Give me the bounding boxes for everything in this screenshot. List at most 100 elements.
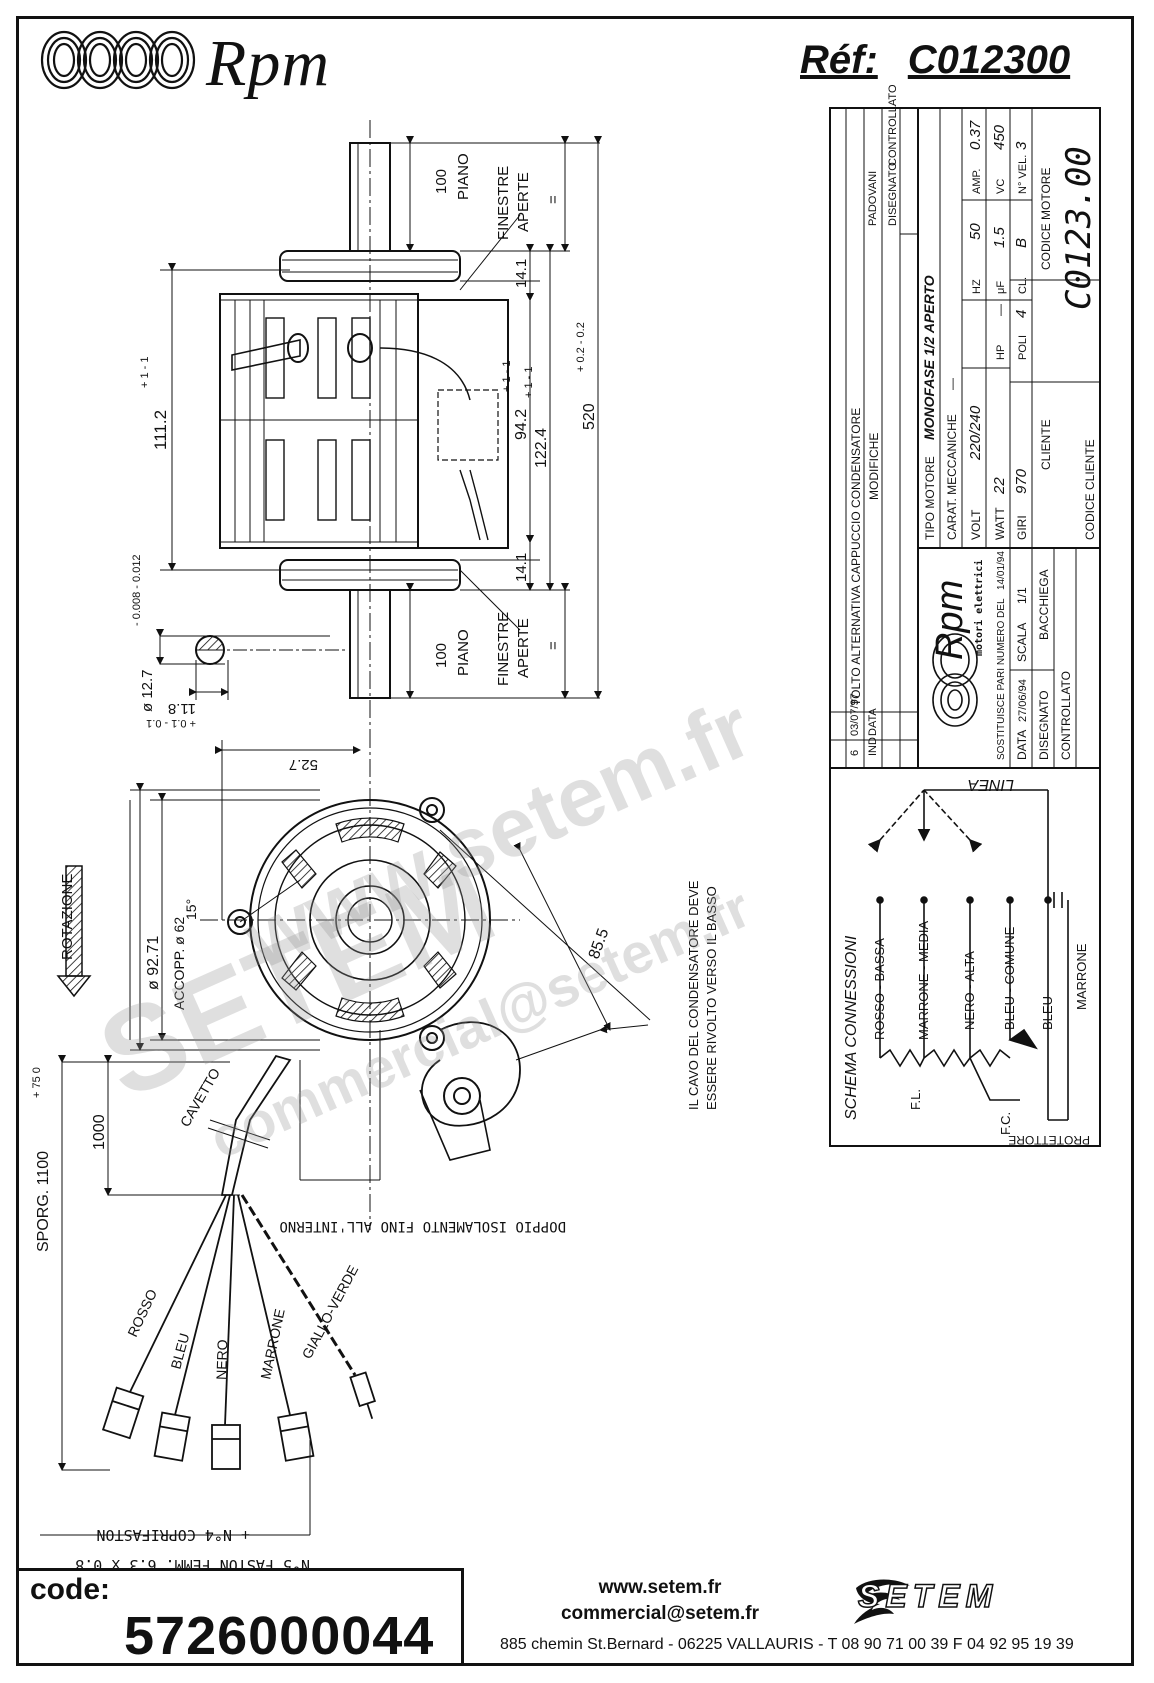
setem-logo: SETEM xyxy=(857,1577,999,1615)
sporg: SPORG. 1100 xyxy=(35,1151,52,1252)
tb-watt-label: WATT xyxy=(993,507,1007,540)
tb-logo-sub: motori elettrici xyxy=(973,560,985,656)
tb-vel: 3 xyxy=(1013,141,1030,150)
tb-uf: 1.5 xyxy=(991,226,1008,248)
side-view-dimensions: 100 PIANO FINESTRE APERTE = 14.1 111.2 +… xyxy=(131,153,598,729)
footer-web-link[interactable]: www.setem.fr xyxy=(598,1577,722,1598)
tb-amp: 0.37 xyxy=(967,120,984,150)
tb-data-label: DATA xyxy=(867,708,879,736)
tb-volt: 220/240 xyxy=(967,405,984,461)
motor-side-view xyxy=(156,120,602,730)
tb-uf-label: μF xyxy=(995,281,1007,294)
tb-rev-date: 03/07/97 xyxy=(849,693,861,736)
tb-cliente: CLIENTE xyxy=(1039,419,1053,470)
wire-rosso: ROSSO xyxy=(124,1287,160,1340)
schema-protettore: PROTETTORE xyxy=(1008,1133,1090,1147)
tb-sostituisce: SOSTITUISCE PARI NUMERO DEL xyxy=(996,598,1007,760)
finestre-top: FINESTRE xyxy=(495,166,512,240)
faston-2: + N°4 COPRIFASTON xyxy=(96,1526,250,1544)
footer-contact: www.setem.fr commercial@setem.fr xyxy=(540,1575,780,1627)
dim-111-2: 111.2 xyxy=(151,410,170,450)
dia-92-71: ø 92.71 xyxy=(145,936,162,990)
flat-tol: + 0.1 - 0.1 xyxy=(146,717,196,729)
dim-85-5: 85.5 xyxy=(586,926,613,961)
dim-100-bottom: 100 xyxy=(433,643,450,668)
schema-w3: NERO - ALTA xyxy=(962,951,977,1030)
schema-w1: ROSSO - BASSA xyxy=(872,938,887,1040)
title-block-text: 6 IND 03/07/97 DATA TOLTO ALTERNATIVA CA… xyxy=(849,84,1099,760)
tol-111-2: + 1 - 1 xyxy=(139,357,151,389)
tb-codice-motore: C0123.00 xyxy=(1059,146,1099,310)
tb-poli-label: POLI xyxy=(1017,335,1029,360)
rotation-arrow-icon xyxy=(56,865,92,998)
tb-hz: 50 xyxy=(967,223,984,240)
tb-scala-label: SCALA xyxy=(1015,623,1029,662)
tb-vc: 450 xyxy=(991,124,1008,150)
tb-poli: 4 xyxy=(1013,310,1030,318)
shaft-dia: ø 12.7 xyxy=(139,669,156,712)
code-label: code: xyxy=(30,1573,111,1606)
flat-dim: 11.8 xyxy=(168,700,196,717)
reference: Réf:C012300 xyxy=(800,38,1100,83)
dim-122-4: 122.4 xyxy=(533,428,550,468)
schema-w6: MARRONE xyxy=(1074,943,1089,1010)
tb-watt: 22 xyxy=(991,477,1008,495)
schema-linea: LINEA xyxy=(968,776,1014,793)
title-block xyxy=(829,107,1101,769)
tb-carat: CARAT. MECCANICHE xyxy=(945,414,959,540)
tb-codice-cliente: CODICE CLIENTE xyxy=(1083,439,1097,540)
cap-note-1: IL CAVO DEL CONDENSATORE DEVE xyxy=(686,880,701,1110)
cable-assembly xyxy=(40,1054,377,1536)
cable-labels: SPORG. 1100 + 75 0 1000 CAVETTO DOPPIO I… xyxy=(31,1065,566,1574)
footer-email-link[interactable]: commercial@setem.fr xyxy=(560,1603,760,1624)
wire-giallo-verde: GIALLO-VERDE xyxy=(299,1263,362,1362)
tol-122-4: + 1 - 1 xyxy=(523,367,535,399)
tb-cl-label: CL. xyxy=(1017,277,1029,294)
tb-sostituisce-date: 14/01/94 xyxy=(996,551,1007,590)
wire-bleu: BLEU xyxy=(167,1331,192,1370)
angle-15: 15° xyxy=(183,899,199,920)
tb-vel-label: N° VEL. xyxy=(1017,155,1029,194)
dim-520: 520 xyxy=(581,403,598,430)
brand-name: Rpm xyxy=(206,27,330,100)
rpm-coil-logo xyxy=(40,30,196,90)
tol-94-2: + 1 - 1 xyxy=(501,361,513,393)
doppio-label: DOPPIO ISOLAMENTO FINO ALL'INTERNO xyxy=(279,1218,566,1234)
eq-top: = xyxy=(545,195,562,204)
tb-codice-motore-label: CODICE MOTORE xyxy=(1039,168,1053,270)
tb-modifiche: MODIFICHE xyxy=(867,433,881,500)
motor-front-view xyxy=(129,730,651,1230)
schema-w4: BLEU - COMUNE xyxy=(1002,926,1017,1030)
shaft-tol: - 0.008 - 0.012 xyxy=(131,554,143,626)
ref-label: Réf: xyxy=(800,38,878,82)
accopp: ACCOPP. ø 62 xyxy=(171,917,187,1010)
schema-w5: BLEU xyxy=(1040,996,1055,1030)
tb-ind-label: IND xyxy=(867,737,879,756)
tb-volt-label: VOLT xyxy=(969,509,983,540)
dim-100-top: 100 xyxy=(433,169,450,194)
tb-amp-label: AMP. xyxy=(971,169,983,194)
aperte-bottom: APERTE xyxy=(515,618,532,678)
tb-logo: Rpm xyxy=(929,580,971,660)
connection-schema-text: SCHEMA CONNESSIONI LINEA ROSSO - BASSA M… xyxy=(843,776,1090,1147)
tb-cl: B xyxy=(1013,238,1030,248)
tb-tipo-label: TIPO MOTORE xyxy=(923,456,937,540)
eq-bottom: = xyxy=(545,641,562,650)
tb-padovani: PADOVANI xyxy=(867,171,879,226)
aperte-top: APERTE xyxy=(515,172,532,232)
dim-52-7: 52.7 xyxy=(289,756,318,773)
tb-disegnato-by: BACCHIEGA xyxy=(1037,569,1051,640)
dim-14-1-top: 14.1 xyxy=(513,259,530,288)
tb-controllato: CONTROLLATO xyxy=(1059,671,1073,760)
tb-hz-label: HZ xyxy=(971,279,983,294)
setem-swoosh-icon xyxy=(854,1579,910,1624)
tb-vc-label: VC xyxy=(995,179,1007,194)
tb-scala: 1/1 xyxy=(1015,587,1029,604)
dim-94-2: 94.2 xyxy=(513,409,530,440)
schema-w2: MARRONE - MEDIA xyxy=(916,921,931,1041)
footer-address: 885 chemin St.Bernard - 06225 VALLAURIS … xyxy=(500,1636,1074,1653)
tb-rev-ind: 6 xyxy=(849,750,861,756)
wire-nero: NERO xyxy=(213,1339,230,1380)
connection-schema xyxy=(829,767,1101,1147)
schema-fl: F.L. xyxy=(908,1089,923,1110)
